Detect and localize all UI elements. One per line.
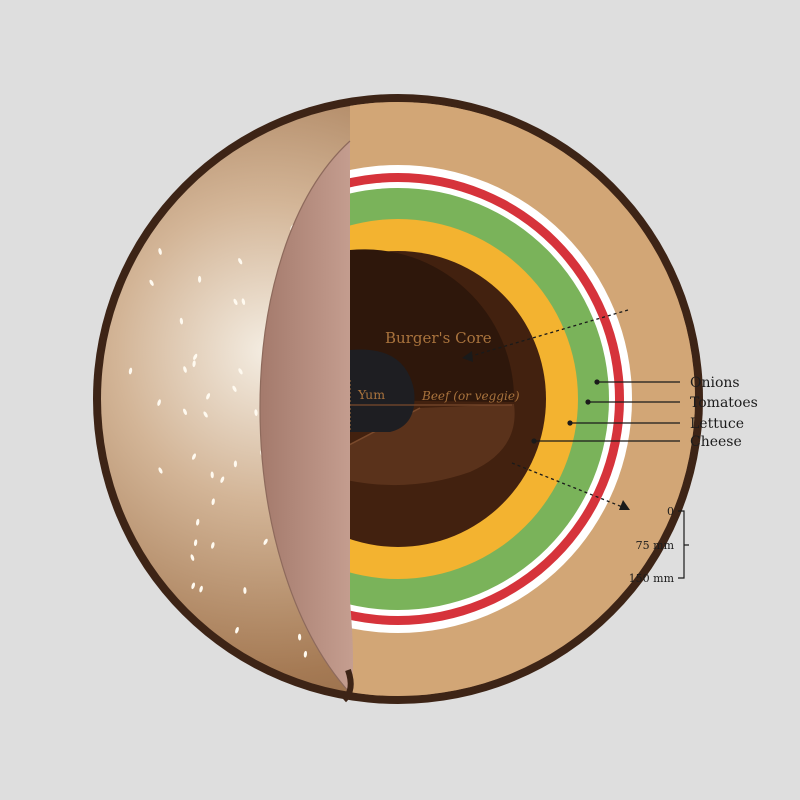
sesame-seed xyxy=(199,585,203,593)
sesame-seed xyxy=(193,539,198,547)
sesame-seed xyxy=(193,353,198,361)
radius-arrow-lower xyxy=(511,462,626,509)
scale-tick-75: 75 mm xyxy=(636,539,675,552)
sesame-seed xyxy=(206,393,211,400)
leader-dot-cheese xyxy=(531,438,537,444)
sesame-seed xyxy=(233,298,238,306)
sesame-seed xyxy=(241,298,246,306)
sesame-seed xyxy=(183,408,187,415)
sesame-seed xyxy=(235,626,239,634)
leader-dot-lettuce xyxy=(567,420,573,426)
sesame-seed xyxy=(179,317,184,325)
radius-arrow-upper xyxy=(467,309,629,358)
cutaway-section xyxy=(350,102,695,696)
scale-bar: 0 75 mm 150 mm xyxy=(629,505,689,585)
sesame-seed xyxy=(238,258,243,265)
sesame-seed xyxy=(183,366,187,373)
label-lettuce: Lettuce xyxy=(690,416,744,432)
sesame-seed xyxy=(157,399,161,406)
sesame-seed xyxy=(191,582,196,590)
layer-legend: Onions Tomatoes Lettuce Cheese xyxy=(531,375,758,450)
sesame-seed xyxy=(210,471,214,479)
radius-arrows xyxy=(467,309,629,509)
arrowhead-upper xyxy=(462,351,473,362)
core-layer-label: Beef (or veggie) xyxy=(421,389,520,403)
sesame-seed xyxy=(263,538,268,545)
sesame-seed xyxy=(192,360,196,368)
sesame-seed xyxy=(303,650,308,658)
sesame-seed xyxy=(232,385,237,392)
sesame-seed xyxy=(128,367,133,375)
scale-tick-0: 0 xyxy=(667,505,674,518)
sesame-seed xyxy=(243,587,247,594)
arrowhead-lower xyxy=(619,500,630,510)
sesame-seed xyxy=(203,411,208,418)
label-tomatoes: Tomatoes xyxy=(690,395,758,411)
sesame-seed xyxy=(220,476,225,483)
sesame-seed xyxy=(238,368,243,375)
bun-cut-edge xyxy=(259,140,351,694)
sesame-seed xyxy=(196,518,200,526)
sesame-seed xyxy=(211,542,215,549)
scale-bracket xyxy=(678,510,689,579)
bun-lower-notch xyxy=(341,669,354,703)
sesame-seed xyxy=(158,248,162,255)
sesame-seed xyxy=(254,409,258,416)
sesame-seed xyxy=(233,460,238,468)
sesame-seed xyxy=(190,554,195,561)
sesame-seed xyxy=(158,467,163,474)
sesame-seed xyxy=(197,275,202,283)
sesame-seed xyxy=(149,279,154,286)
sesame-seed xyxy=(191,453,197,460)
core-inner-label: Yum xyxy=(357,387,385,402)
label-onions: Onions xyxy=(690,375,740,391)
sesame-seed xyxy=(211,498,215,506)
leader-dot-onions xyxy=(594,379,600,385)
bun-interior xyxy=(260,141,354,693)
label-cheese: Cheese xyxy=(690,434,742,450)
scale-tick-150: 150 mm xyxy=(629,572,675,585)
core-title: Burger's Core xyxy=(385,329,492,347)
core xyxy=(350,349,415,432)
sesame-seed xyxy=(297,633,302,641)
leader-dot-tomatoes xyxy=(585,399,591,405)
